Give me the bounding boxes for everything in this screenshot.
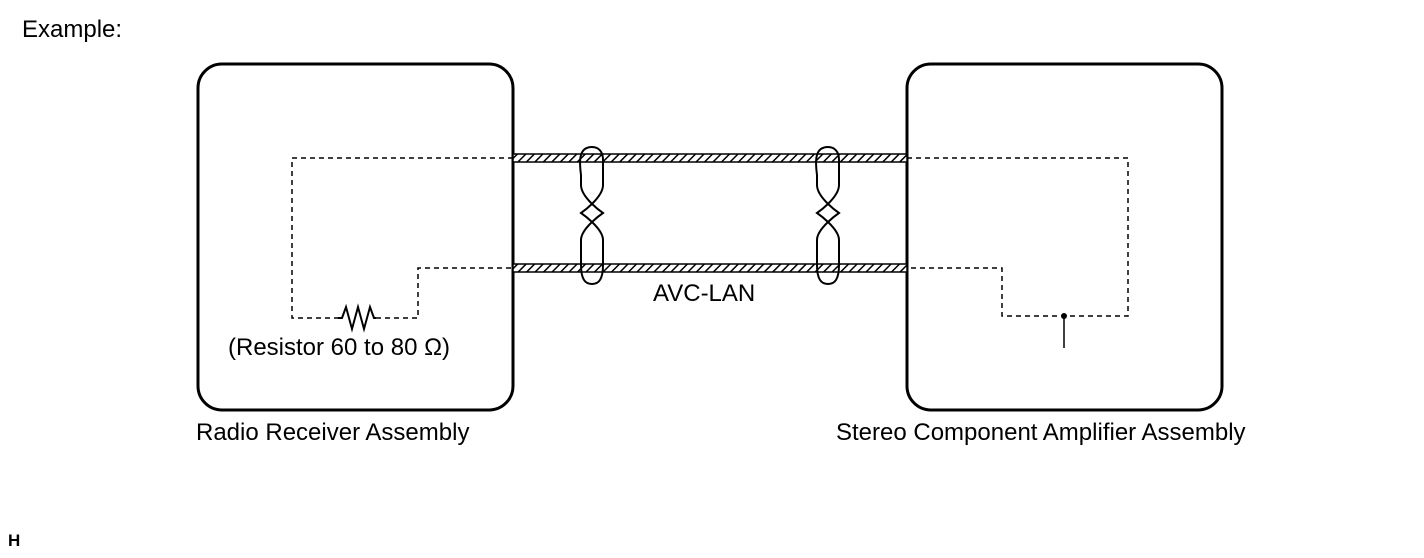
radio-receiver-box <box>196 62 515 412</box>
amplifier-label: Stereo Component Amplifier Assembly <box>836 419 1246 446</box>
bus-label: AVC-LAN <box>653 280 756 307</box>
twisted-pair-symbol-left <box>579 145 605 286</box>
resistor-symbol <box>338 303 376 333</box>
radio-receiver-label: Radio Receiver Assembly <box>196 419 470 446</box>
figure-code: H <box>8 531 21 550</box>
example-label: Example: <box>22 16 123 43</box>
resistor-label: (Resistor 60 to 80 Ω) <box>228 334 451 361</box>
amplifier-internal-wiring <box>907 157 1129 317</box>
avc-lan-wire-top <box>512 153 908 163</box>
twisted-pair-symbol-right <box>815 145 841 286</box>
avc-lan-wire-bottom <box>512 263 908 273</box>
radio-internal-wiring <box>291 157 513 319</box>
amplifier-box <box>905 62 1224 412</box>
